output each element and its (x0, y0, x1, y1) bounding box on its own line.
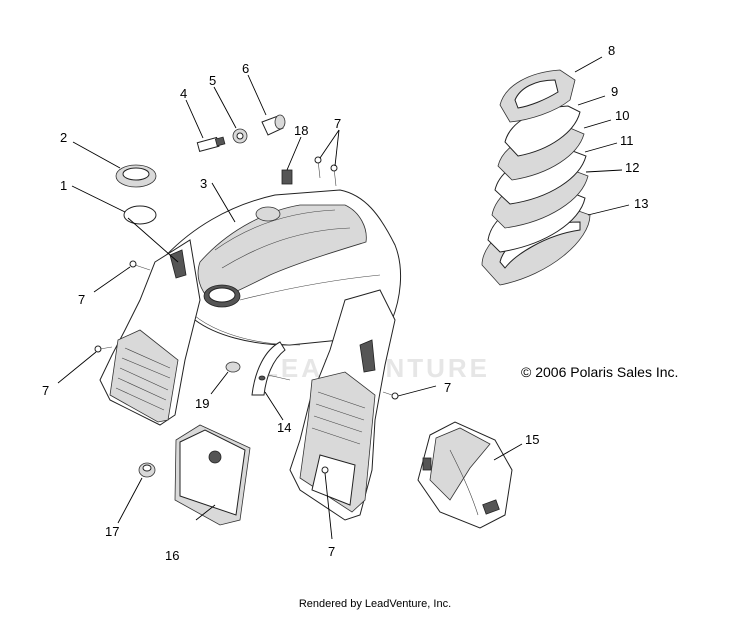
callout-7-left-upper: 7 (78, 292, 85, 307)
plug-part (225, 361, 241, 373)
callout-19: 19 (195, 396, 209, 411)
callout-7-top: 7 (334, 116, 341, 131)
copyright-notice: © 2006 Polaris Sales Inc. (521, 364, 679, 380)
callout-labels: 2 1 3 4 5 6 18 7 7 7 7 7 8 9 10 11 12 13… (42, 43, 648, 563)
access-panel-part (174, 424, 251, 526)
switch-knob-part (261, 114, 286, 136)
callout-12: 12 (625, 160, 639, 175)
bracket-part (251, 341, 291, 396)
screws-top (314, 156, 338, 187)
callout-8: 8 (608, 43, 615, 58)
callout-5: 5 (209, 73, 216, 88)
callout-16: 16 (165, 548, 179, 563)
gauge-bezel-part (115, 164, 157, 188)
callout-17: 17 (105, 524, 119, 539)
cap-part (138, 462, 156, 478)
callout-6: 6 (242, 61, 249, 76)
screw-bottom (321, 466, 329, 474)
o-ring-part (123, 205, 157, 225)
callout-18: 18 (294, 123, 308, 138)
storage-box-part (417, 421, 513, 529)
callout-4: 4 (180, 86, 187, 101)
callout-14: 14 (277, 420, 291, 435)
connector-part (281, 169, 293, 185)
callout-7-left-lower: 7 (42, 383, 49, 398)
callout-2: 2 (60, 130, 67, 145)
callout-11: 11 (620, 133, 634, 148)
left-side-panel (99, 239, 201, 426)
footer-credit: Rendered by LeadVenture, Inc. (298, 598, 452, 610)
key-part (196, 136, 226, 153)
callout-10: 10 (615, 108, 629, 123)
callout-7-bottom: 7 (328, 544, 335, 559)
callout-13: 13 (634, 196, 648, 211)
callout-15: 15 (525, 432, 539, 447)
callout-3: 3 (200, 176, 207, 191)
callout-9: 9 (611, 84, 618, 99)
nut-part (232, 128, 248, 144)
seal-stack (481, 69, 591, 286)
screw-left-upper (129, 260, 151, 271)
callout-1: 1 (60, 178, 67, 193)
leader-lines (57, 56, 630, 540)
screw-left-lower (94, 345, 113, 353)
screw-right (382, 391, 399, 400)
callout-7-right: 7 (444, 380, 451, 395)
